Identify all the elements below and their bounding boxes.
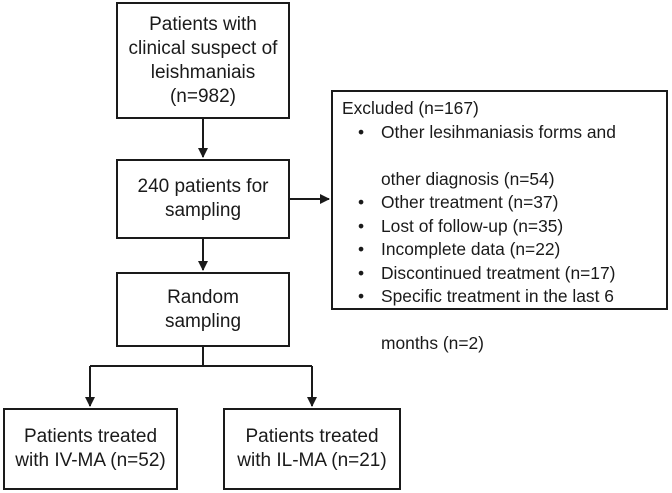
- node-text-line: clinical suspect of: [128, 37, 278, 59]
- node-excluded: Excluded (n=167) Other lesihmaniasis for…: [331, 90, 668, 353]
- excluded-item-line: Incomplete data (n=22): [381, 239, 561, 259]
- excluded-item: Discontinued treatment (n=17): [342, 262, 658, 286]
- node-il-ma: Patients treated with IL-MA (n=21): [223, 408, 401, 490]
- node-text-line: Patients treated: [245, 426, 379, 447]
- excluded-item-line: other diagnosis (n=54): [381, 168, 555, 189]
- node-text-line: Patients with: [149, 13, 257, 35]
- excluded-item: Incomplete data (n=22): [342, 238, 658, 262]
- node-random-sampling: Random sampling: [116, 272, 290, 347]
- excluded-item-line: Specific treatment in the last 6: [381, 286, 614, 306]
- excluded-item: Other treatment (n=37): [342, 191, 658, 215]
- excluded-item: Specific treatment in the last 6 months …: [342, 285, 658, 356]
- excluded-item-line: Discontinued treatment (n=17): [381, 262, 616, 283]
- node-text-line: 240 patients for: [137, 176, 269, 197]
- excluded-item-line: Other lesihmaniasis forms and: [381, 121, 616, 142]
- node-text-line: (n=982): [169, 85, 237, 107]
- node-text-line: with IV-MA (n=52): [15, 450, 166, 471]
- node-text-line: Random: [167, 286, 239, 308]
- excluded-item-line: months (n=2): [381, 333, 484, 353]
- excluded-title: Excluded (n=167): [342, 98, 479, 118]
- node-text-line: leishmaniais: [150, 61, 256, 83]
- node-sampling-patients: 240 patients for sampling: [116, 159, 290, 239]
- excluded-item-line: Lost of follow-up (n=35): [381, 215, 564, 236]
- node-text-line: with IL-MA (n=21): [237, 450, 387, 471]
- node-clinical-suspect: Patients with clinical suspect of leishm…: [116, 2, 290, 119]
- excluded-item: Lost of follow-up (n=35): [342, 215, 658, 239]
- node-iv-ma: Patients treated with IV-MA (n=52): [3, 408, 178, 490]
- node-text-line: sampling: [164, 200, 242, 221]
- excluded-list: Other lesihmaniasis forms and other diag…: [342, 121, 658, 356]
- node-text-line: Patients treated: [23, 426, 158, 447]
- excluded-item-line: Other treatment (n=37): [381, 192, 559, 212]
- node-text-line: sampling: [164, 310, 242, 332]
- excluded-item: Other lesihmaniasis forms and other diag…: [342, 121, 658, 192]
